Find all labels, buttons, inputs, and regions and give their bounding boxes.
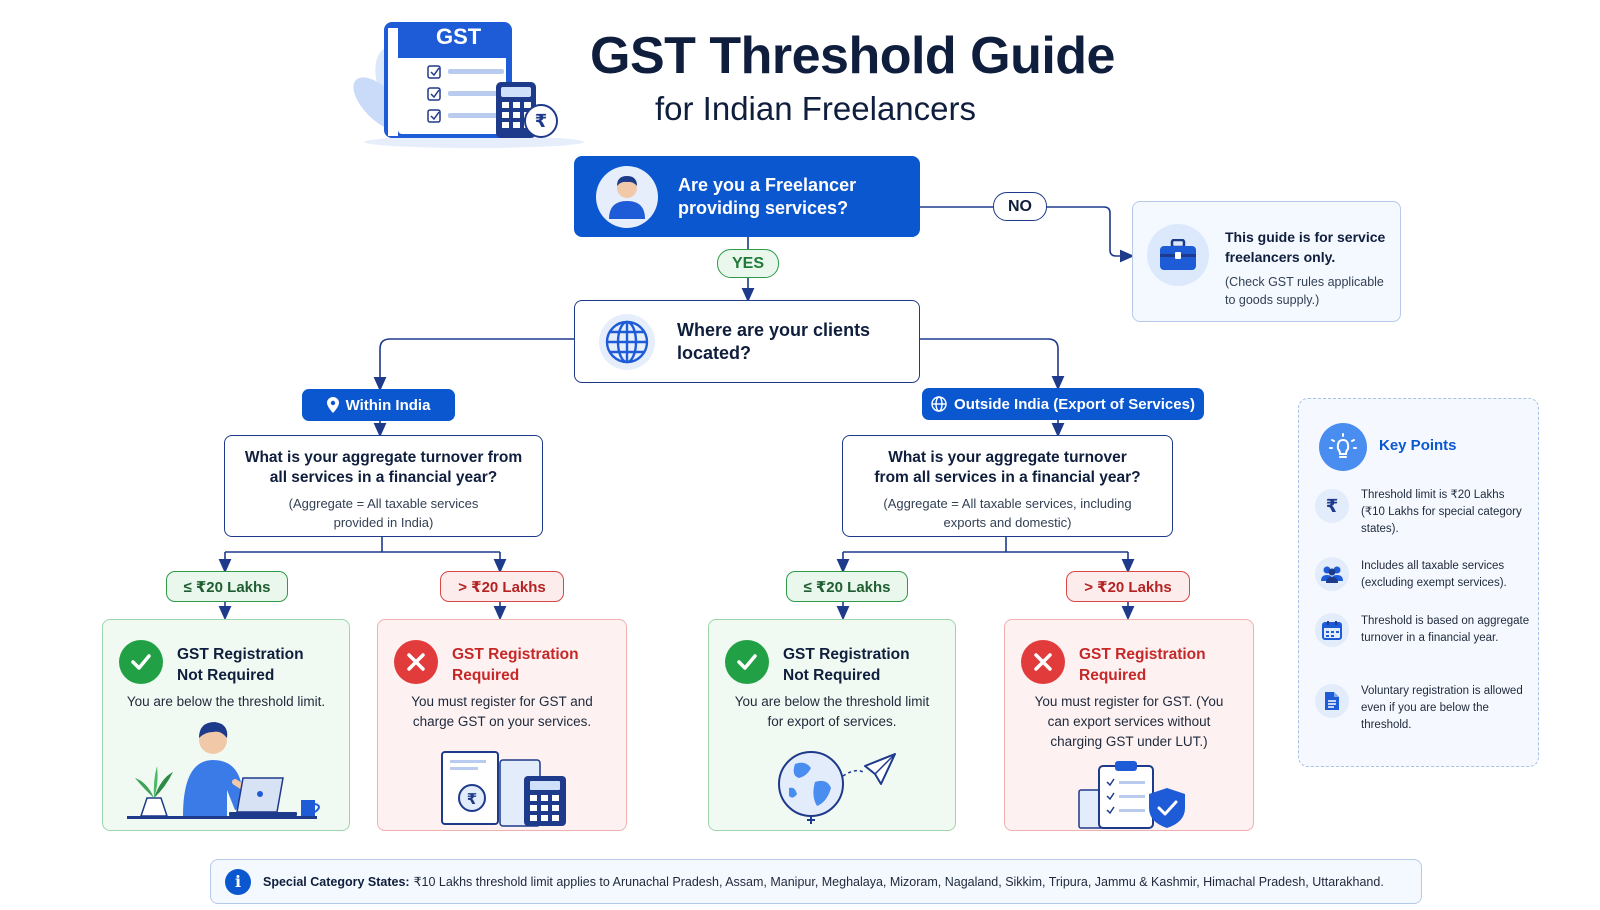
info-icon: i <box>225 868 251 895</box>
footer-label: Special Category States: <box>263 874 410 889</box>
outside-turnover-question: What is your aggregate turnover from all… <box>874 449 1141 486</box>
globe-icon <box>599 313 655 370</box>
side-note-main: This guide is for service freelancers on… <box>1225 229 1386 265</box>
key-points-panel: Key Points ₹ Threshold limit is ₹20 Lakh… <box>1298 398 1539 767</box>
goods-supply-note: This guide is for service freelancers on… <box>1132 201 1401 322</box>
briefcase-icon <box>1147 224 1209 286</box>
globe-paper-plane-illustration <box>777 748 897 833</box>
svg-text:₹: ₹ <box>467 790 477 808</box>
outside-not-required-card: GST Registration Not Required You are be… <box>708 619 956 831</box>
outside-turnover-note: (Aggregate = All taxable services, inclu… <box>883 496 1132 530</box>
key-point-item: Threshold limit is ₹20 Lakhs (₹10 Lakhs … <box>1361 489 1522 535</box>
within-india-label: Within India <box>345 396 431 414</box>
outside-india-tag: Outside India (Export of Services) <box>922 388 1204 420</box>
outside-required-desc: You must register for GST. (You can expo… <box>1034 694 1224 749</box>
people-icon <box>1315 557 1349 591</box>
document-icon <box>1315 684 1349 718</box>
person-avatar-icon <box>596 165 658 228</box>
outside-required-title: GST Registration Required <box>1079 646 1206 684</box>
within-required-title: GST Registration Required <box>452 646 579 684</box>
rupee-coin-icon: ₹ <box>524 104 558 138</box>
leaf-decoration-icon <box>353 22 584 148</box>
cross-circle-icon <box>394 640 438 684</box>
invoice-calculator-illustration: ₹ <box>440 750 570 833</box>
logo-label: GST <box>436 24 482 49</box>
cross-circle-icon <box>1021 640 1065 684</box>
page-title: GST Threshold Guide <box>590 27 1115 85</box>
key-point-item: Voluntary registration is allowed even i… <box>1361 685 1523 731</box>
outside-above-threshold-label: > ₹20 Lakhs <box>1066 571 1190 602</box>
within-required-desc: You must register for GST and charge GST… <box>411 694 593 729</box>
page-subtitle: for Indian Freelancers <box>655 90 976 127</box>
key-point-item: Threshold is based on aggregate turnover… <box>1361 615 1530 644</box>
outside-india-label: Outside India (Export of Services) <box>954 395 1195 413</box>
no-branch-label: NO <box>993 192 1047 221</box>
gst-logo-illustration: GST ₹ <box>344 18 594 148</box>
within-turnover-question: What is your aggregate turnover from all… <box>244 449 523 486</box>
rupee-coin-symbol: ₹ <box>534 110 548 132</box>
client-location-text: Where are your clients located? <box>677 319 871 363</box>
within-india-tag: Within India <box>302 389 455 421</box>
world-icon <box>931 396 947 412</box>
freelancer-laptop-illustration <box>117 720 337 829</box>
outside-not-required-desc: You are below the threshold limit for ex… <box>734 694 930 729</box>
within-not-required-desc: You are below the threshold limit. <box>126 694 326 709</box>
client-location-node: Where are your clients located? <box>574 300 920 383</box>
within-turnover-note: (Aggregate = All taxable services provid… <box>288 496 479 530</box>
within-above-threshold-label: > ₹20 Lakhs <box>440 571 564 602</box>
yes-branch-label: YES <box>717 249 779 278</box>
key-point-item: Includes all taxable services (excluding… <box>1361 560 1507 589</box>
outside-required-card: GST Registration Required You must regis… <box>1004 619 1254 831</box>
special-category-footer: i Special Category States: ₹10 Lakhs thr… <box>210 859 1422 904</box>
clipboard-shield-illustration <box>1077 760 1191 835</box>
key-points-title: Key Points <box>1379 437 1457 454</box>
check-circle-icon <box>725 640 769 684</box>
within-below-threshold-label: ≤ ₹20 Lakhs <box>166 571 288 602</box>
outside-not-required-title: GST Registration Not Required <box>783 646 910 684</box>
freelancer-question-text: Are you a Freelancer providing services? <box>678 174 857 218</box>
checklist-icon <box>426 62 516 133</box>
within-turnover-node: What is your aggregate turnover from all… <box>224 435 543 537</box>
freelancer-question-node: Are you a Freelancer providing services? <box>574 156 920 237</box>
location-pin-icon <box>326 397 339 413</box>
lightbulb-icon <box>1319 423 1367 471</box>
within-not-required-title: GST Registration Not Required <box>177 646 304 684</box>
footer-text: ₹10 Lakhs threshold limit applies to Aru… <box>413 875 1384 889</box>
within-required-card: GST Registration Required You must regis… <box>377 619 627 831</box>
rupee-icon: ₹ <box>1315 489 1349 523</box>
check-circle-icon <box>119 640 163 684</box>
calendar-icon <box>1315 613 1349 647</box>
outside-turnover-node: What is your aggregate turnover from all… <box>842 435 1173 537</box>
within-not-required-card: GST Registration Not Required You are be… <box>102 619 350 831</box>
side-note-sub: (Check GST rules applicable to goods sup… <box>1225 275 1384 307</box>
outside-below-threshold-label: ≤ ₹20 Lakhs <box>786 571 908 602</box>
